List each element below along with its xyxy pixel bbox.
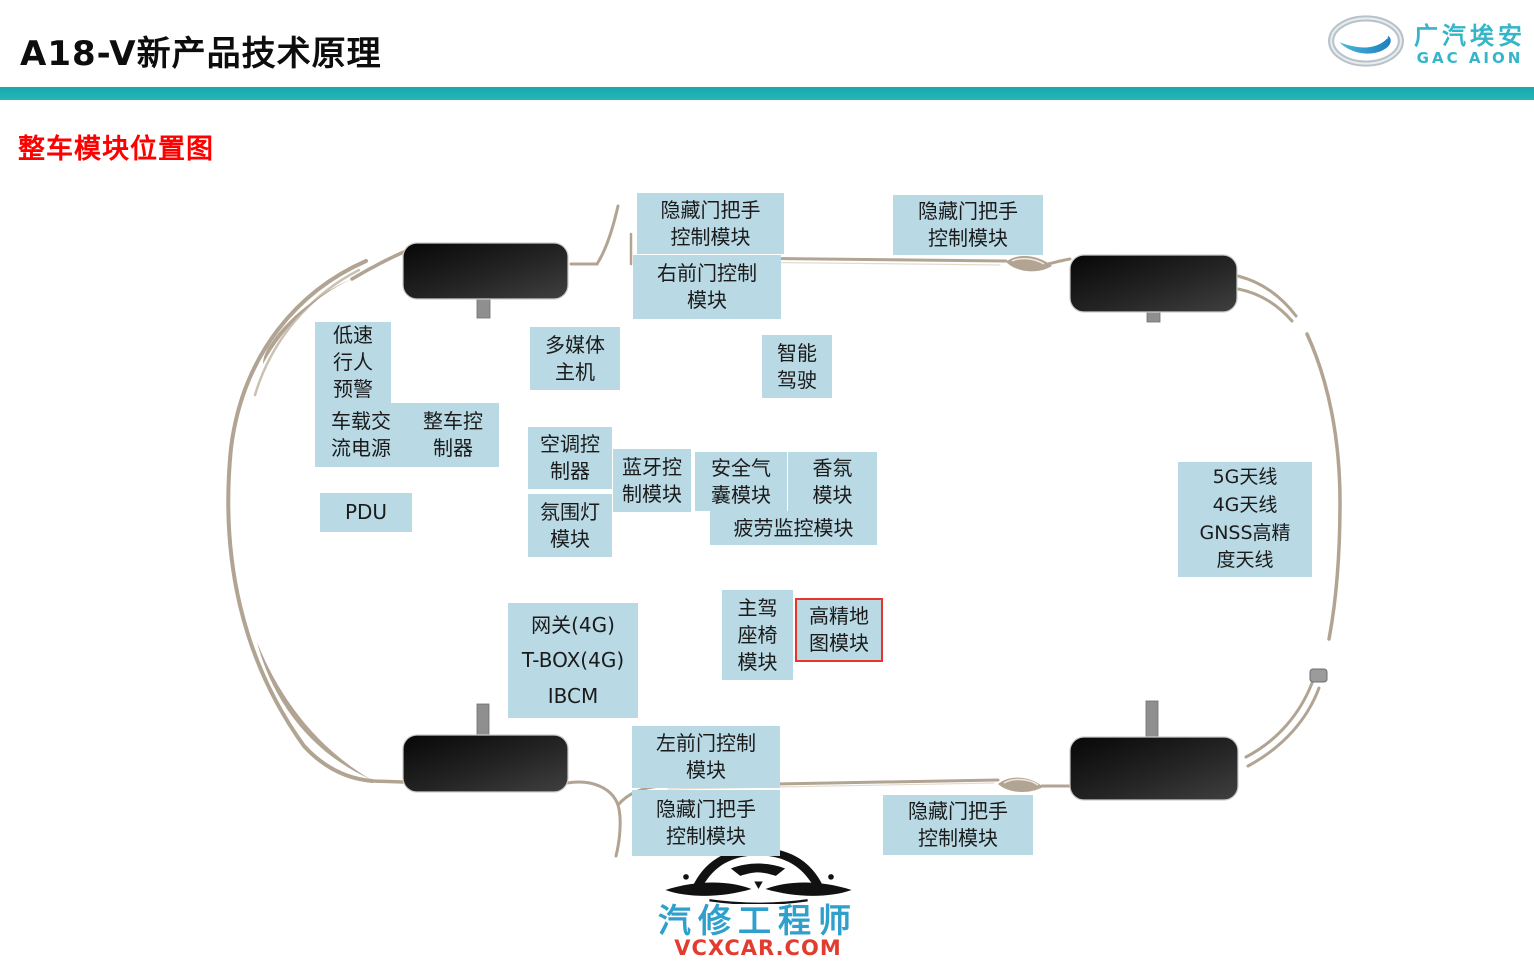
- module-hidden-handle-top-left: 隐藏门把手 控制模块: [637, 193, 784, 254]
- module-gateway-tbox-ibcm: 网关(4G) T-BOX(4G) IBCM: [508, 603, 638, 718]
- module-fatigue-monitor: 疲劳监控模块: [710, 511, 877, 545]
- module-bluetooth: 蓝牙控 制模块: [613, 449, 691, 512]
- module-left-front-door: 左前门控制 模块: [632, 726, 780, 788]
- gac-aion-emblem-icon: [1328, 15, 1404, 67]
- wheel-top-left: [402, 242, 569, 300]
- module-ac-power: 车载交 流电源: [331, 409, 391, 460]
- module-antennas: 5G天线 4G天线 GNSS高精 度天线: [1178, 462, 1312, 577]
- module-airbag: 安全气 囊模块: [695, 452, 787, 511]
- module-driver-seat: 主驾 座椅 模块: [722, 590, 793, 680]
- module-gateway: 网关(4G): [531, 612, 615, 637]
- door-handle-highlight-bottom: [1003, 778, 1039, 786]
- module-right-front-door: 右前门控制 模块: [633, 255, 781, 319]
- door-handle-highlight-top: [1011, 257, 1045, 265]
- module-vcu: 整车控 制器: [423, 409, 483, 460]
- module-ibcm: IBCM: [547, 683, 599, 708]
- logo-brand-en: GAC AION: [1416, 48, 1524, 67]
- watermark-car-icon: [664, 847, 852, 905]
- module-ambient-light: 氛围灯 模块: [528, 494, 612, 557]
- watermark-site: VCXCAR.COM: [674, 936, 842, 960]
- module-ac-controller: 空调控 制器: [528, 427, 612, 489]
- module-hidden-handle-top-right: 隐藏门把手 控制模块: [893, 195, 1043, 255]
- module-power-row: 车载交 流电源 整车控 制器: [315, 403, 499, 467]
- module-smart-driving: 智能 驾驶: [762, 335, 832, 398]
- wheel-bottom-right: [1069, 736, 1239, 801]
- module-hidden-handle-bottom-right: 隐藏门把手 控制模块: [883, 795, 1033, 855]
- gac-aion-logo: 广汽埃安 GAC AION: [1326, 14, 1526, 68]
- module-pedestrian-warning: 低速 行人 预警: [315, 322, 391, 403]
- rear-cap: [1309, 668, 1328, 683]
- module-hidden-handle-bottom-left: 隐藏门把手 控制模块: [632, 790, 780, 856]
- module-fragrance: 香氛 模块: [788, 452, 877, 511]
- page-title: A18-V新产品技术原理: [20, 34, 382, 74]
- logo-brand-cn: 广汽埃安: [1414, 21, 1526, 50]
- module-multimedia: 多媒体 主机: [530, 327, 620, 390]
- wheel-top-right: [1069, 254, 1238, 313]
- wheel-bottom-left: [402, 734, 569, 793]
- watermark: 汽修工程师 VCXCAR.COM: [628, 846, 888, 960]
- module-hd-map: 高精地 图模块: [795, 598, 883, 662]
- header-divider-bar: [0, 87, 1534, 100]
- watermark-brand: 汽修工程师: [658, 901, 858, 940]
- module-tbox: T-BOX(4G): [521, 648, 625, 672]
- section-title: 整车模块位置图: [18, 134, 214, 165]
- module-pdu: PDU: [320, 493, 412, 532]
